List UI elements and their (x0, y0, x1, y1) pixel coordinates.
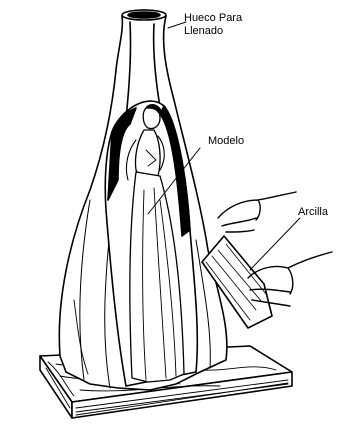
label-fill-hole-line1: Hueco Para (184, 12, 242, 25)
label-fill-hole: Hueco Para Llenado (184, 12, 242, 38)
label-clay: Arcilla (298, 206, 328, 219)
label-fill-hole-line2: Llenado (184, 25, 242, 38)
label-model: Modelo (208, 135, 244, 148)
